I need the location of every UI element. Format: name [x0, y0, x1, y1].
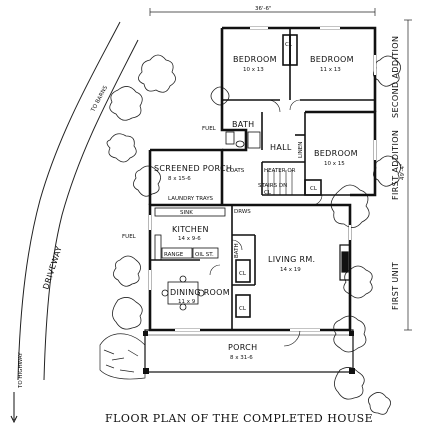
closet-label-bedroom-e: CL: [310, 186, 318, 192]
heater-label: HEATER OR: [264, 168, 296, 174]
driveway-label: DRIVEWAY: [41, 245, 63, 291]
porch-size: 8 x 31-6: [230, 355, 253, 361]
fuel-north-label: FUEL: [202, 126, 217, 132]
porch-name: PORCH: [228, 343, 257, 352]
kitchen-size: 14 x 9-6: [178, 236, 201, 242]
range-label: RANGE: [164, 252, 184, 258]
driveway: [17, 21, 139, 381]
closet-label-hall: CL: [264, 190, 272, 196]
bath-name: BATH: [232, 120, 254, 129]
living-room-name: LIVING RM.: [268, 255, 315, 264]
screened-porch-size: 8 x 15-6: [168, 176, 191, 182]
plan-caption: FLOOR PLAN OF THE COMPLETED HOUSE: [105, 412, 373, 425]
first-addition-label: FIRST ADDITION: [391, 130, 400, 200]
fuel-west-label: FUEL: [122, 234, 137, 240]
screened-porch-name: SCREENED PORCH: [154, 164, 232, 173]
dining-room-name: DINING ROOM: [170, 288, 230, 297]
porch-outline: [144, 329, 354, 373]
to-barns-label: TO BARNS: [90, 85, 109, 114]
to-highway-label: TO HIGHWAY: [18, 352, 24, 389]
sink-label: SINK: [180, 210, 193, 216]
bedroom-ne-size: 11 x 13: [320, 67, 341, 73]
first-unit-label: FIRST UNIT: [391, 262, 400, 310]
bedroom-e-name: BEDROOM: [314, 149, 358, 158]
drawers-label: DRWS: [234, 209, 251, 215]
second-addition-label: SECOND ADDITION: [391, 36, 400, 118]
highway-arrow-head: [10, 415, 18, 424]
fireplace: [339, 244, 350, 281]
bath-fixture-label: BATH: [234, 243, 240, 258]
bedroom-nw-size: 10 x 13: [243, 67, 264, 73]
dimension-lines: [149, 8, 412, 331]
closet-label-living: CL: [239, 306, 247, 312]
bedroom-e-size: 10 x 15: [324, 161, 345, 167]
laundry-trays-label: LAUNDRY TRAYS: [168, 196, 214, 202]
interior-walls: [150, 28, 375, 330]
door-swings: [209, 99, 323, 347]
oil-stove-label: OIL ST.: [195, 252, 214, 258]
kitchen-counters: [154, 207, 226, 261]
coats-label: COATS: [226, 168, 245, 174]
linen-label: LINEN: [298, 142, 304, 158]
bedroom-ne-name: BEDROOM: [310, 55, 354, 64]
hall-name: HALL: [270, 143, 292, 152]
bedroom-nw-name: BEDROOM: [233, 55, 277, 64]
right-dimension: 49'-4": [400, 163, 406, 180]
bath-fixtures: [225, 131, 261, 149]
porch-columns: [143, 331, 355, 374]
stairs-label: STAIRS DN: [258, 183, 287, 189]
top-dimension: 36'-6": [255, 6, 272, 12]
front-walk: [99, 333, 146, 380]
windows: [149, 27, 376, 331]
dining-room-size: 11 x 9: [178, 299, 196, 305]
closet-label-bedrooms: CL: [285, 42, 293, 48]
kitchen-name: KITCHEN: [172, 225, 209, 234]
living-room-size: 14 x 19: [280, 267, 301, 273]
dining-table: [161, 275, 205, 311]
closet-label-bath: CL: [239, 271, 247, 277]
